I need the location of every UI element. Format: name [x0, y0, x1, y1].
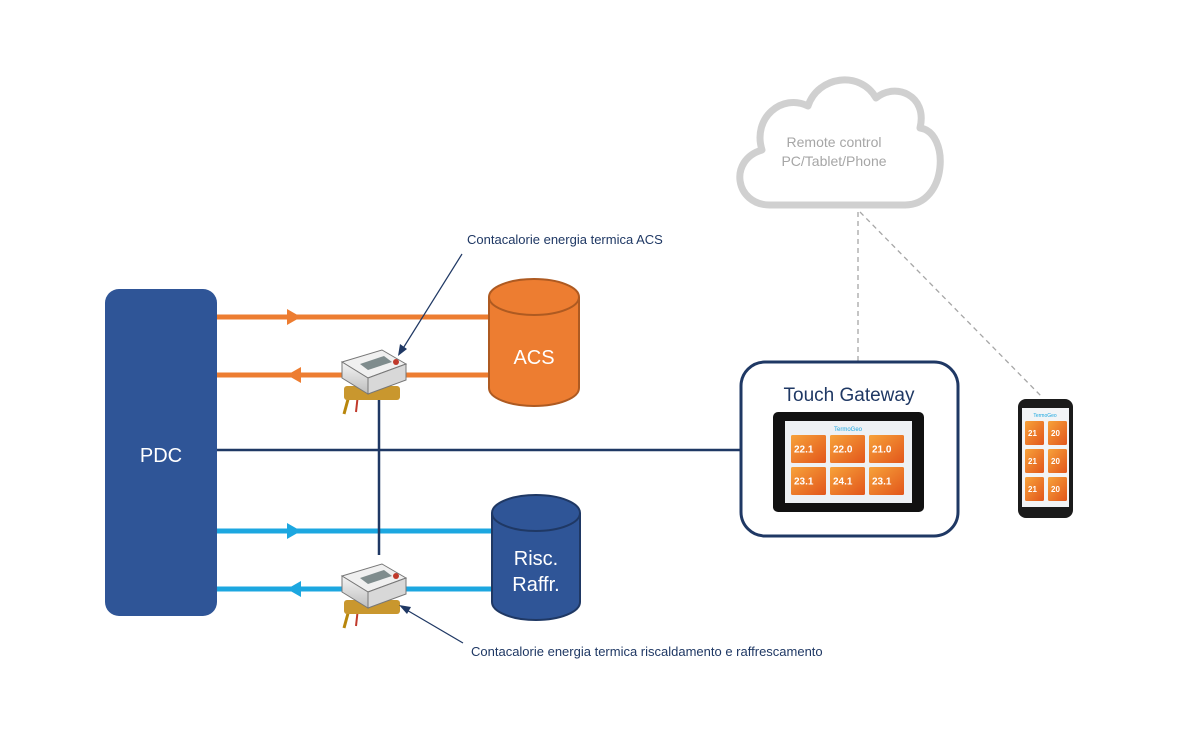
- thermostat-tile: [830, 435, 865, 463]
- thermostat-tile-temp: 22.0: [833, 444, 853, 455]
- thermostat-tile: [830, 467, 865, 495]
- tablet-tiles: 22.1 22.0 21.0 23.1 24.1 23.1: [791, 435, 904, 495]
- thermostat-tile: [1025, 449, 1044, 473]
- cloud-label-line1: Remote control: [787, 134, 882, 150]
- cloud-label-line2: PC/Tablet/Phone: [781, 153, 886, 169]
- heating-tank-label-line2: Raffr.: [512, 574, 559, 596]
- thermostat-tile-temp: 20: [1051, 485, 1060, 494]
- heating-cooling-tank: Risc. Raffr.: [491, 494, 581, 621]
- flow-arrow-right: [287, 523, 301, 539]
- phone-tiles: 21 20 21 20 21 20: [1025, 421, 1067, 501]
- callout-heating-label: Contacalorie energia termica riscaldamen…: [471, 644, 823, 659]
- heating-tank-label-line1: Risc.: [514, 548, 558, 570]
- thermostat-tile-temp: 20: [1051, 429, 1060, 438]
- callout-acs-label: Contacalorie energia termica ACS: [467, 232, 663, 247]
- thermostat-tile: [791, 435, 826, 463]
- smartphone: TermoGeo 21 20 21 20 21 20: [1018, 399, 1073, 518]
- thermostat-tile: [1048, 477, 1067, 501]
- thermostat-tile: [1048, 421, 1067, 445]
- thermostat-tile: [791, 467, 826, 495]
- thermostat-tile: [1025, 477, 1044, 501]
- thermostat-tile-temp: 22.1: [794, 444, 814, 455]
- acs-tank-label: ACS: [513, 347, 554, 369]
- thermostat-tile-temp: 21: [1028, 429, 1037, 438]
- thermostat-tile-temp: 21: [1028, 457, 1037, 466]
- thermostat-tile-temp: 20: [1051, 457, 1060, 466]
- thermostat-tile-temp: 21.0: [872, 444, 892, 455]
- thermostat-tile-temp: 23.1: [794, 476, 814, 487]
- thermostat-tile-temp: 24.1: [833, 476, 853, 487]
- pdc-block: PDC: [105, 289, 217, 616]
- thermostat-tile: [1048, 449, 1067, 473]
- pdc-label: PDC: [140, 445, 182, 467]
- flow-arrow-left: [287, 581, 301, 597]
- thermostat-tile: [869, 435, 904, 463]
- flow-arrow-right: [287, 309, 301, 325]
- callout-meter-heating: Contacalorie energia termica riscaldamen…: [399, 605, 823, 659]
- tablet-brand: TermoGeo: [834, 427, 863, 433]
- gateway-tablet: TermoGeo 22.1 22.0 21.0 23.1 24.1 23.1: [773, 412, 924, 512]
- acs-tank: ACS: [488, 278, 580, 407]
- heat-meter-acs: [340, 349, 408, 415]
- thermostat-tile: [1025, 421, 1044, 445]
- thermostat-tile: [869, 467, 904, 495]
- flow-arrow-left: [287, 367, 301, 383]
- thermostat-tile-temp: 23.1: [872, 476, 892, 487]
- phone-brand: TermoGeo: [1033, 413, 1057, 419]
- cloud-phone-link: [859, 211, 1043, 398]
- remote-control-cloud: Remote control PC/Tablet/Phone: [736, 76, 944, 209]
- heat-meter-heating: [340, 563, 408, 629]
- callout-meter-acs: Contacalorie energia termica ACS: [398, 232, 663, 356]
- thermostat-tile-temp: 21: [1028, 485, 1037, 494]
- gateway-title: Touch Gateway: [784, 385, 915, 406]
